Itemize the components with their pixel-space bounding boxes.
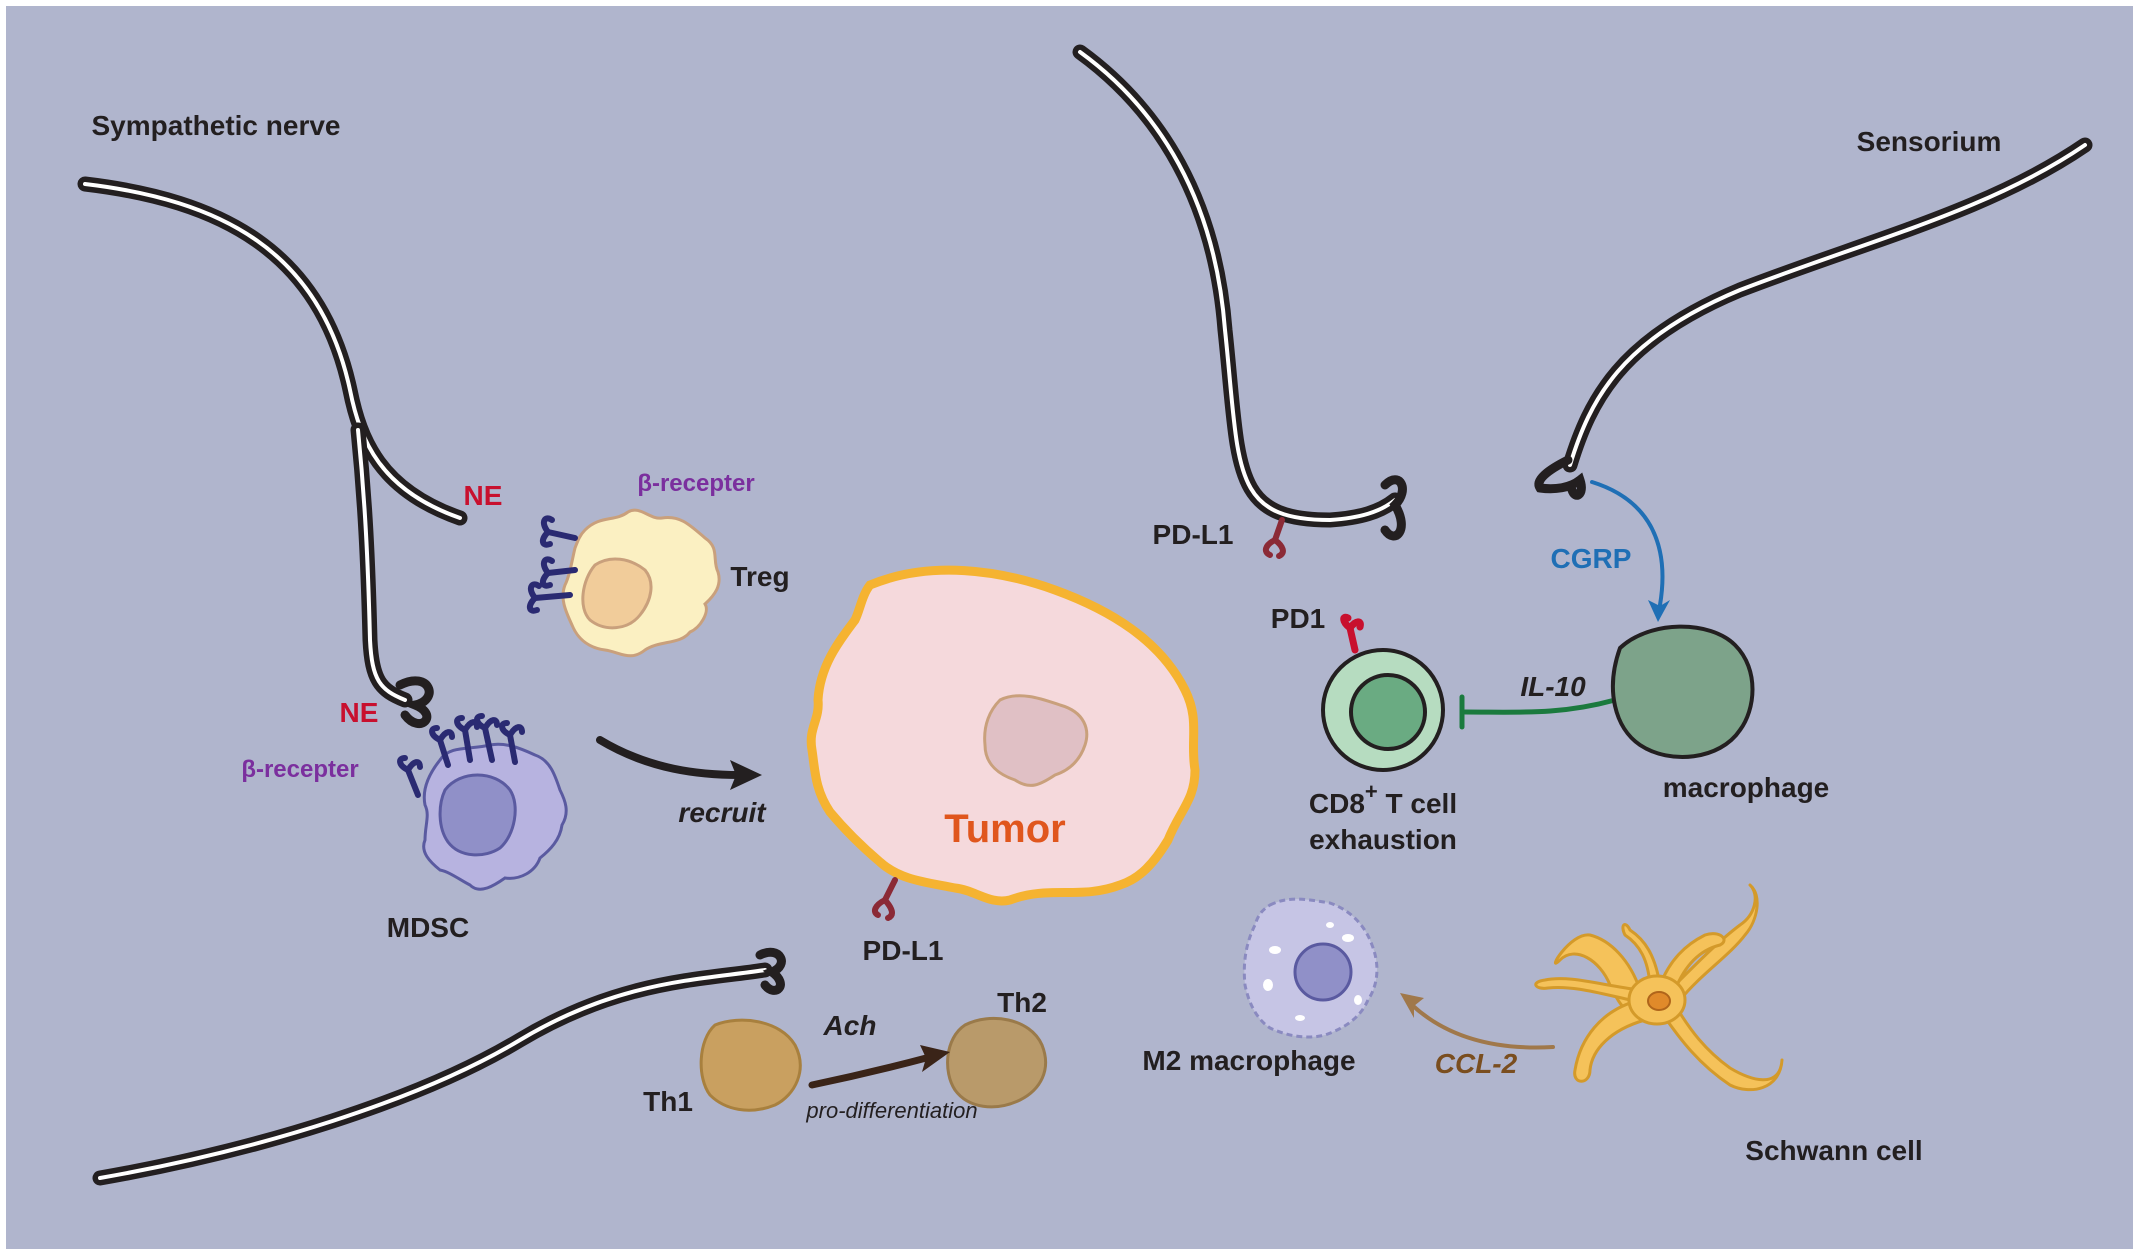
beta-receptor-top-label: β-recepter [637, 470, 754, 497]
schwann-cell [1534, 883, 1784, 1092]
tumor-cell: Tumor [806, 565, 1200, 906]
pd1-receptor [1340, 613, 1364, 654]
macrophage-cell [1611, 624, 1755, 759]
ccl2-label: CCL-2 [1435, 1048, 1518, 1079]
treg-label: Treg [730, 561, 789, 592]
pdl1-receptor-tumor [871, 877, 898, 921]
cd8-label: CD8+ T cell [1309, 779, 1457, 819]
pdl1-nerve-label: PD-L1 [1153, 519, 1234, 550]
schwann-label: Schwann cell [1745, 1135, 1922, 1166]
cgrp-arrow [1590, 480, 1670, 622]
il10-label: IL-10 [1520, 671, 1586, 702]
th1-label: Th1 [643, 1086, 693, 1117]
pdl1-tumor-label: PD-L1 [863, 935, 944, 966]
cd8-t-cell [1321, 648, 1445, 772]
beta-receptors-mdsc [397, 713, 525, 798]
ach-label: Ach [823, 1010, 877, 1041]
exhaustion-label: exhaustion [1309, 824, 1457, 855]
schwann-nucleus [1647, 991, 1671, 1011]
mdsc-label: MDSC [387, 912, 469, 943]
pro-differentiation-label: pro-differentiation [805, 1098, 977, 1123]
cgrp-label: CGRP [1551, 543, 1632, 574]
th1-cell [699, 1018, 802, 1112]
macrophage-label: macrophage [1663, 772, 1830, 803]
il10-inhibition [1459, 694, 1618, 730]
tumor-nucleus [983, 694, 1089, 787]
sympathetic-nerve-top [77, 176, 468, 728]
m2-macrophage-cell [1242, 897, 1379, 1039]
beta-receptors-treg [527, 515, 578, 614]
sensorium-label: Sensorium [1857, 126, 2002, 157]
nerve-top-center [1072, 44, 1407, 541]
m2-macrophage-label: M2 macrophage [1142, 1045, 1355, 1076]
ccl2-arrow [1400, 993, 1555, 1050]
ne-bottom-label: NE [340, 697, 379, 728]
ne-top-label: NE [464, 480, 503, 511]
nerve-bottom [92, 947, 786, 1186]
pdl1-receptor-nerve [1262, 517, 1286, 559]
recruit-arrow [596, 736, 762, 790]
tumor-label: Tumor [944, 807, 1065, 851]
th2-label: Th2 [997, 987, 1047, 1018]
nerve-sensorium [1534, 137, 2093, 500]
th2-cell [946, 1016, 1048, 1109]
recruit-label: recruit [678, 797, 767, 828]
beta-receptor-bottom-label: β-recepter [241, 756, 358, 783]
sympathetic-nerve-label: Sympathetic nerve [92, 110, 341, 141]
mdsc-cell [422, 742, 568, 891]
pd1-label: PD1 [1271, 603, 1325, 634]
pro-differentiation-arrow [808, 1045, 950, 1089]
treg-cell [561, 508, 721, 658]
